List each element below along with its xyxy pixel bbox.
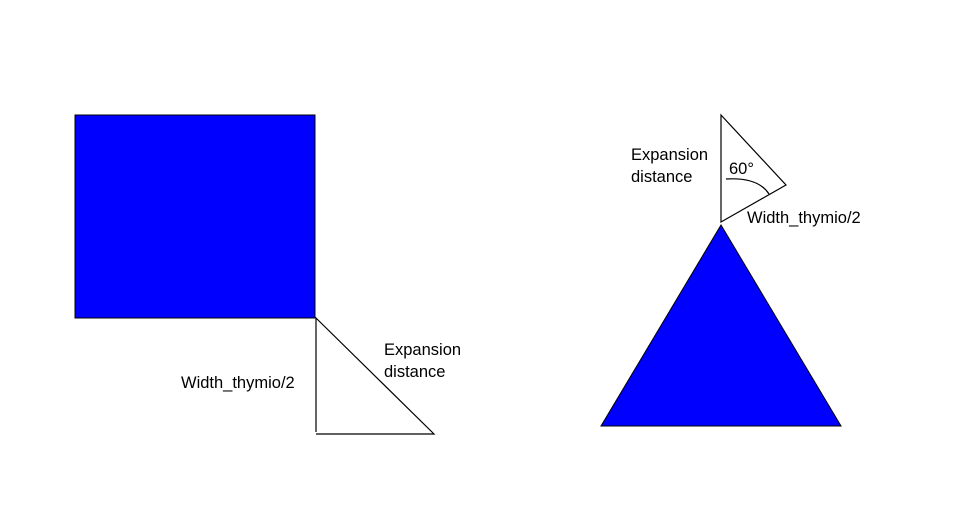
expansion-right-triangle bbox=[315, 316, 436, 435]
left-expansion-label-line2: distance bbox=[384, 363, 446, 381]
angle-arc bbox=[725, 178, 770, 195]
right-width-label: Width_thymio/2 bbox=[747, 209, 861, 227]
angle-label: 60° bbox=[729, 160, 754, 178]
obstacle-square bbox=[74, 114, 316, 319]
right-expansion-label-line2: distance bbox=[631, 168, 693, 186]
obstacle-triangle bbox=[600, 224, 842, 427]
left-width-label: Width_thymio/2 bbox=[181, 374, 295, 392]
right-expansion-label-line1: Expansion bbox=[631, 146, 709, 164]
expansion-small-triangle bbox=[720, 113, 787, 224]
left-expansion-label-line1: Expansion bbox=[384, 341, 462, 359]
